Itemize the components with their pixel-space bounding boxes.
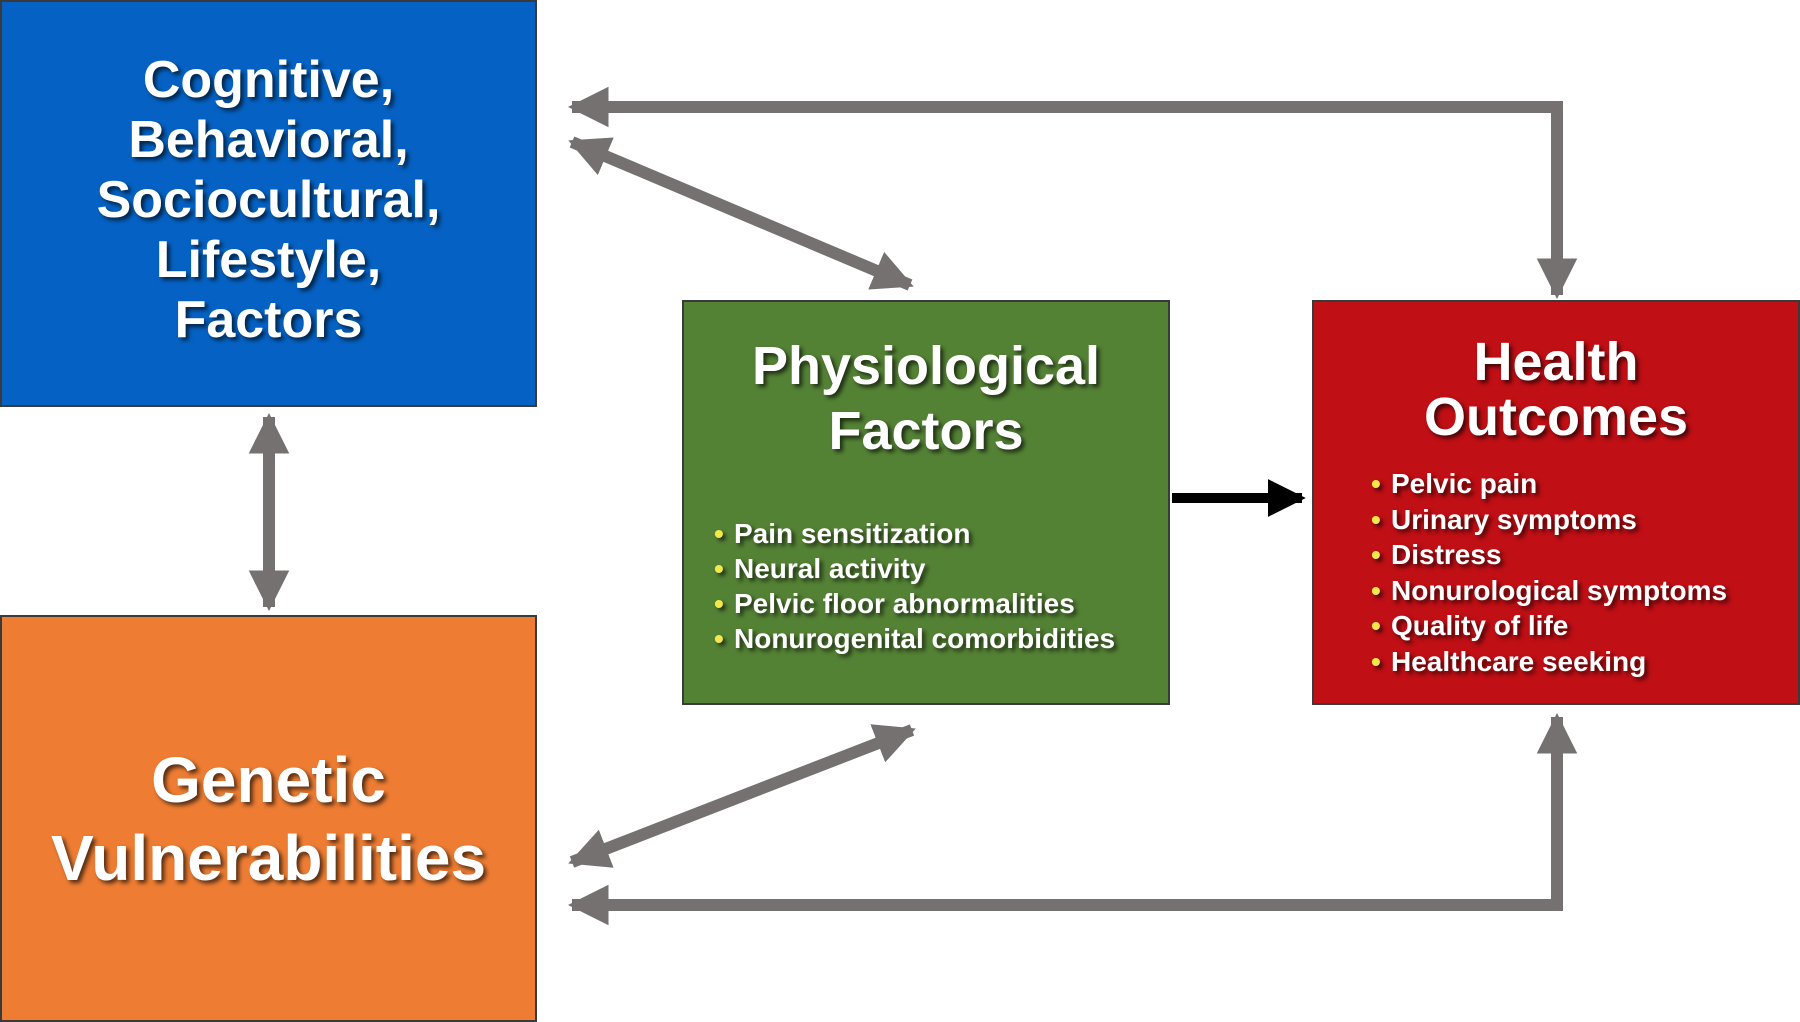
cognitive-box-title: Cognitive, Behavioral, Sociocultural, Li… bbox=[96, 50, 441, 349]
list-item: • Distress bbox=[1371, 537, 1798, 573]
list-item-text: Pelvic pain bbox=[1391, 468, 1538, 499]
list-item-text: Urinary symptoms bbox=[1391, 503, 1637, 535]
list-item: • Urinary symptoms bbox=[1371, 502, 1798, 538]
health-outcomes-box: Health Outcomes • Pelvic pain • Urinary sy… bbox=[1312, 300, 1800, 705]
bullet-icon: • bbox=[714, 623, 724, 654]
bullet-icon: • bbox=[1371, 645, 1381, 677]
list-item-text: Nonurological symptoms bbox=[1391, 574, 1728, 606]
cognitive-behavioral-box: Cognitive, Behavioral, Sociocultural, Li… bbox=[0, 0, 537, 407]
bullet-icon: • bbox=[714, 553, 724, 584]
list-item: • Nonurogenital comorbidities bbox=[714, 621, 1168, 656]
arrow-cognitive-physiological bbox=[568, 136, 914, 291]
arrow-health-cognitive-top bbox=[567, 86, 1578, 300]
health-outcomes-list: • Pelvic pain • Urinary symptoms • Distress… bbox=[1371, 466, 1798, 679]
health-box-title: Health Outcomes bbox=[1423, 332, 1689, 447]
bullet-icon: • bbox=[1371, 539, 1381, 570]
bullet-icon: • bbox=[1371, 503, 1381, 535]
list-item-text: Nonurogenital comorbidities bbox=[734, 623, 1116, 654]
list-item: • Neural activity bbox=[714, 551, 1168, 586]
list-item: • Pain sensitization bbox=[714, 516, 1168, 551]
list-item-text: Pelvic floor abnormalities bbox=[734, 588, 1075, 619]
list-item: • Quality of life bbox=[1371, 608, 1798, 644]
list-item-text: Pain sensitization bbox=[734, 518, 971, 549]
arrow-genetic-health-bottom bbox=[567, 712, 1578, 926]
bullet-icon: • bbox=[714, 588, 724, 619]
list-item-text: Neural activity bbox=[734, 553, 926, 584]
list-item: • Healthcare seeking bbox=[1371, 644, 1798, 680]
bullet-icon: • bbox=[1371, 468, 1381, 499]
list-item: • Pelvic floor abnormalities bbox=[714, 586, 1168, 621]
list-item-text: Healthcare seeking bbox=[1391, 645, 1647, 677]
genetic-vulnerabilities-box: Genetic Vulnerabilities bbox=[0, 615, 537, 1022]
physiological-box-title: Physiological Factors bbox=[751, 336, 1101, 461]
bullet-icon: • bbox=[1371, 610, 1381, 641]
genetic-box-title: Genetic Vulnerabilities bbox=[50, 743, 487, 894]
list-item-text: Quality of life bbox=[1391, 610, 1569, 641]
physiological-factors-box: Physiological Factors • Pain sensitizatio… bbox=[682, 300, 1170, 705]
list-item: • Nonurological symptoms bbox=[1371, 573, 1798, 609]
list-item: • Pelvic pain bbox=[1371, 466, 1798, 502]
bullet-icon: • bbox=[714, 518, 724, 549]
arrow-genetic-physiological bbox=[568, 724, 916, 868]
list-item-text: Distress bbox=[1391, 539, 1502, 570]
bullet-icon: • bbox=[1371, 574, 1381, 606]
physiological-factors-list: • Pain sensitization • Neural activity • Pe… bbox=[714, 516, 1168, 656]
